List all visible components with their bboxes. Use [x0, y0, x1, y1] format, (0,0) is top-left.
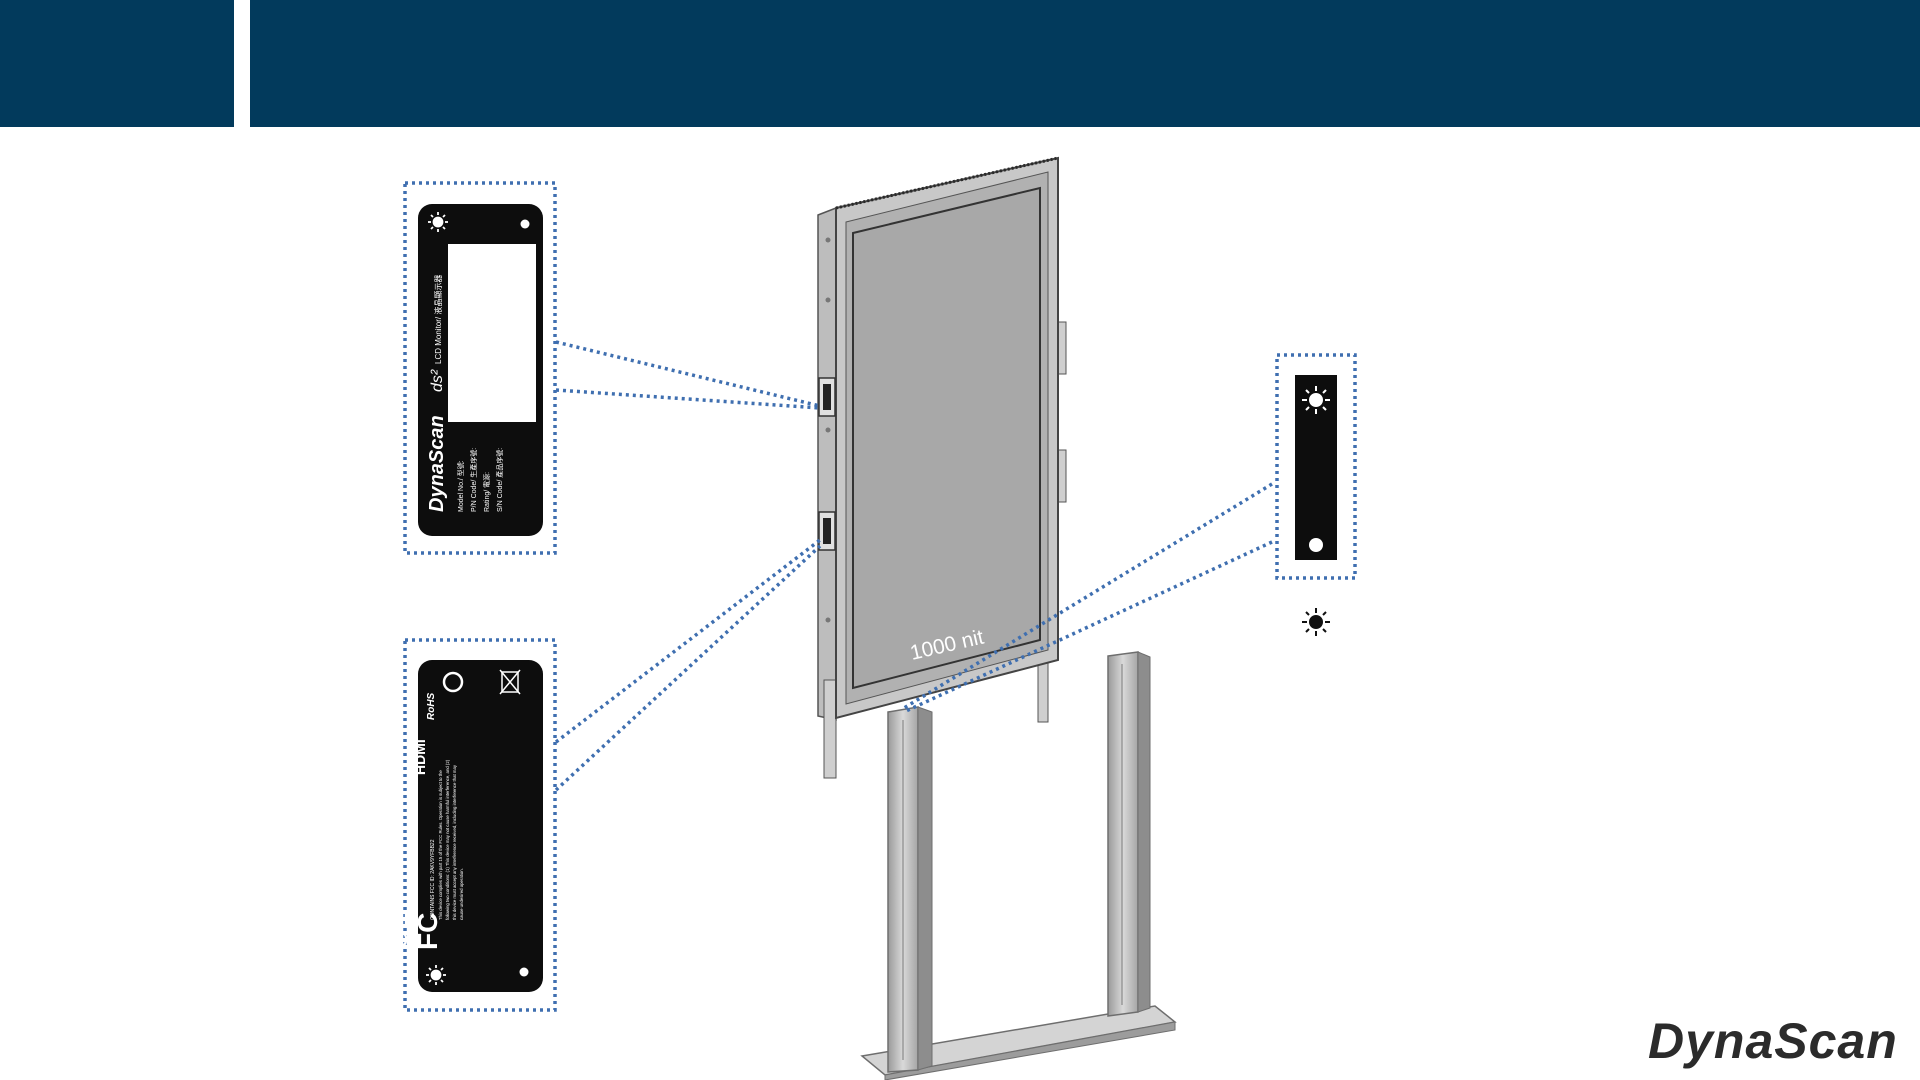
- sensor-dot: [1309, 538, 1323, 552]
- weee-bin-icon: [501, 671, 519, 693]
- indicator-dot: [519, 967, 529, 977]
- ce-mark: CE: [382, 911, 413, 950]
- wifi-logo: WiFi: [387, 746, 403, 775]
- header-title-bar: [250, 0, 1920, 127]
- label-product: LCD Monitor/ 液晶顯示器: [433, 275, 443, 364]
- fcc-text-line-3: following two conditions: (1) This devic…: [445, 759, 450, 920]
- indicator-dot: [520, 219, 530, 229]
- fcc-text-line-5: cause undesired operation.: [459, 868, 464, 920]
- label-field-model: Model No./ 型號:: [456, 460, 465, 512]
- fcc-mark: FC: [412, 913, 443, 950]
- label-top-plate: DynaScan ds² LCD Monitor/ 液晶顯示器 Model No…: [418, 204, 543, 536]
- light-sensor-strip: [1295, 375, 1337, 560]
- header-left-panel: [0, 0, 234, 127]
- footer-brand-logo: DynaScan: [1648, 1013, 1898, 1069]
- label-field-rating: Rating/ 電源:: [482, 472, 491, 512]
- label-bottom-plate: FC CE WiFi HDMI Made in Taiwan/ 台灣製造 RoH…: [368, 640, 543, 992]
- stand-base: [860, 651, 1177, 1080]
- label-field-pn: P/N Code/ 生產序號:: [469, 448, 478, 512]
- hdmi-logo: HDMI: [412, 739, 428, 775]
- recycle-icon: [442, 671, 464, 693]
- sun-icon: [426, 965, 446, 985]
- sun-icon: [428, 212, 448, 232]
- fcc-text-line-2: This device complies with part 15 of the…: [438, 770, 443, 920]
- callout-lines: [403, 181, 1357, 1012]
- display-unit: [817, 156, 1067, 779]
- label-ds-logo: ds²: [429, 369, 446, 392]
- fcc-text-line-1: CONTAINS FCC ID: 2AKV9YFBB22: [430, 839, 436, 920]
- label-blank-area: [448, 244, 536, 422]
- label-field-sn: S/N Code/ 產品序號:: [495, 448, 504, 512]
- made-in-text: Made in Taiwan/ 台灣製造: [368, 640, 377, 720]
- fcc-text-line-4: this device must accept any interference…: [452, 764, 457, 920]
- sun-icon: [1302, 386, 1330, 414]
- sun-icon: [1302, 608, 1330, 636]
- label-brand: DynaScan: [426, 415, 448, 512]
- rohs-mark: RoHS: [426, 692, 437, 720]
